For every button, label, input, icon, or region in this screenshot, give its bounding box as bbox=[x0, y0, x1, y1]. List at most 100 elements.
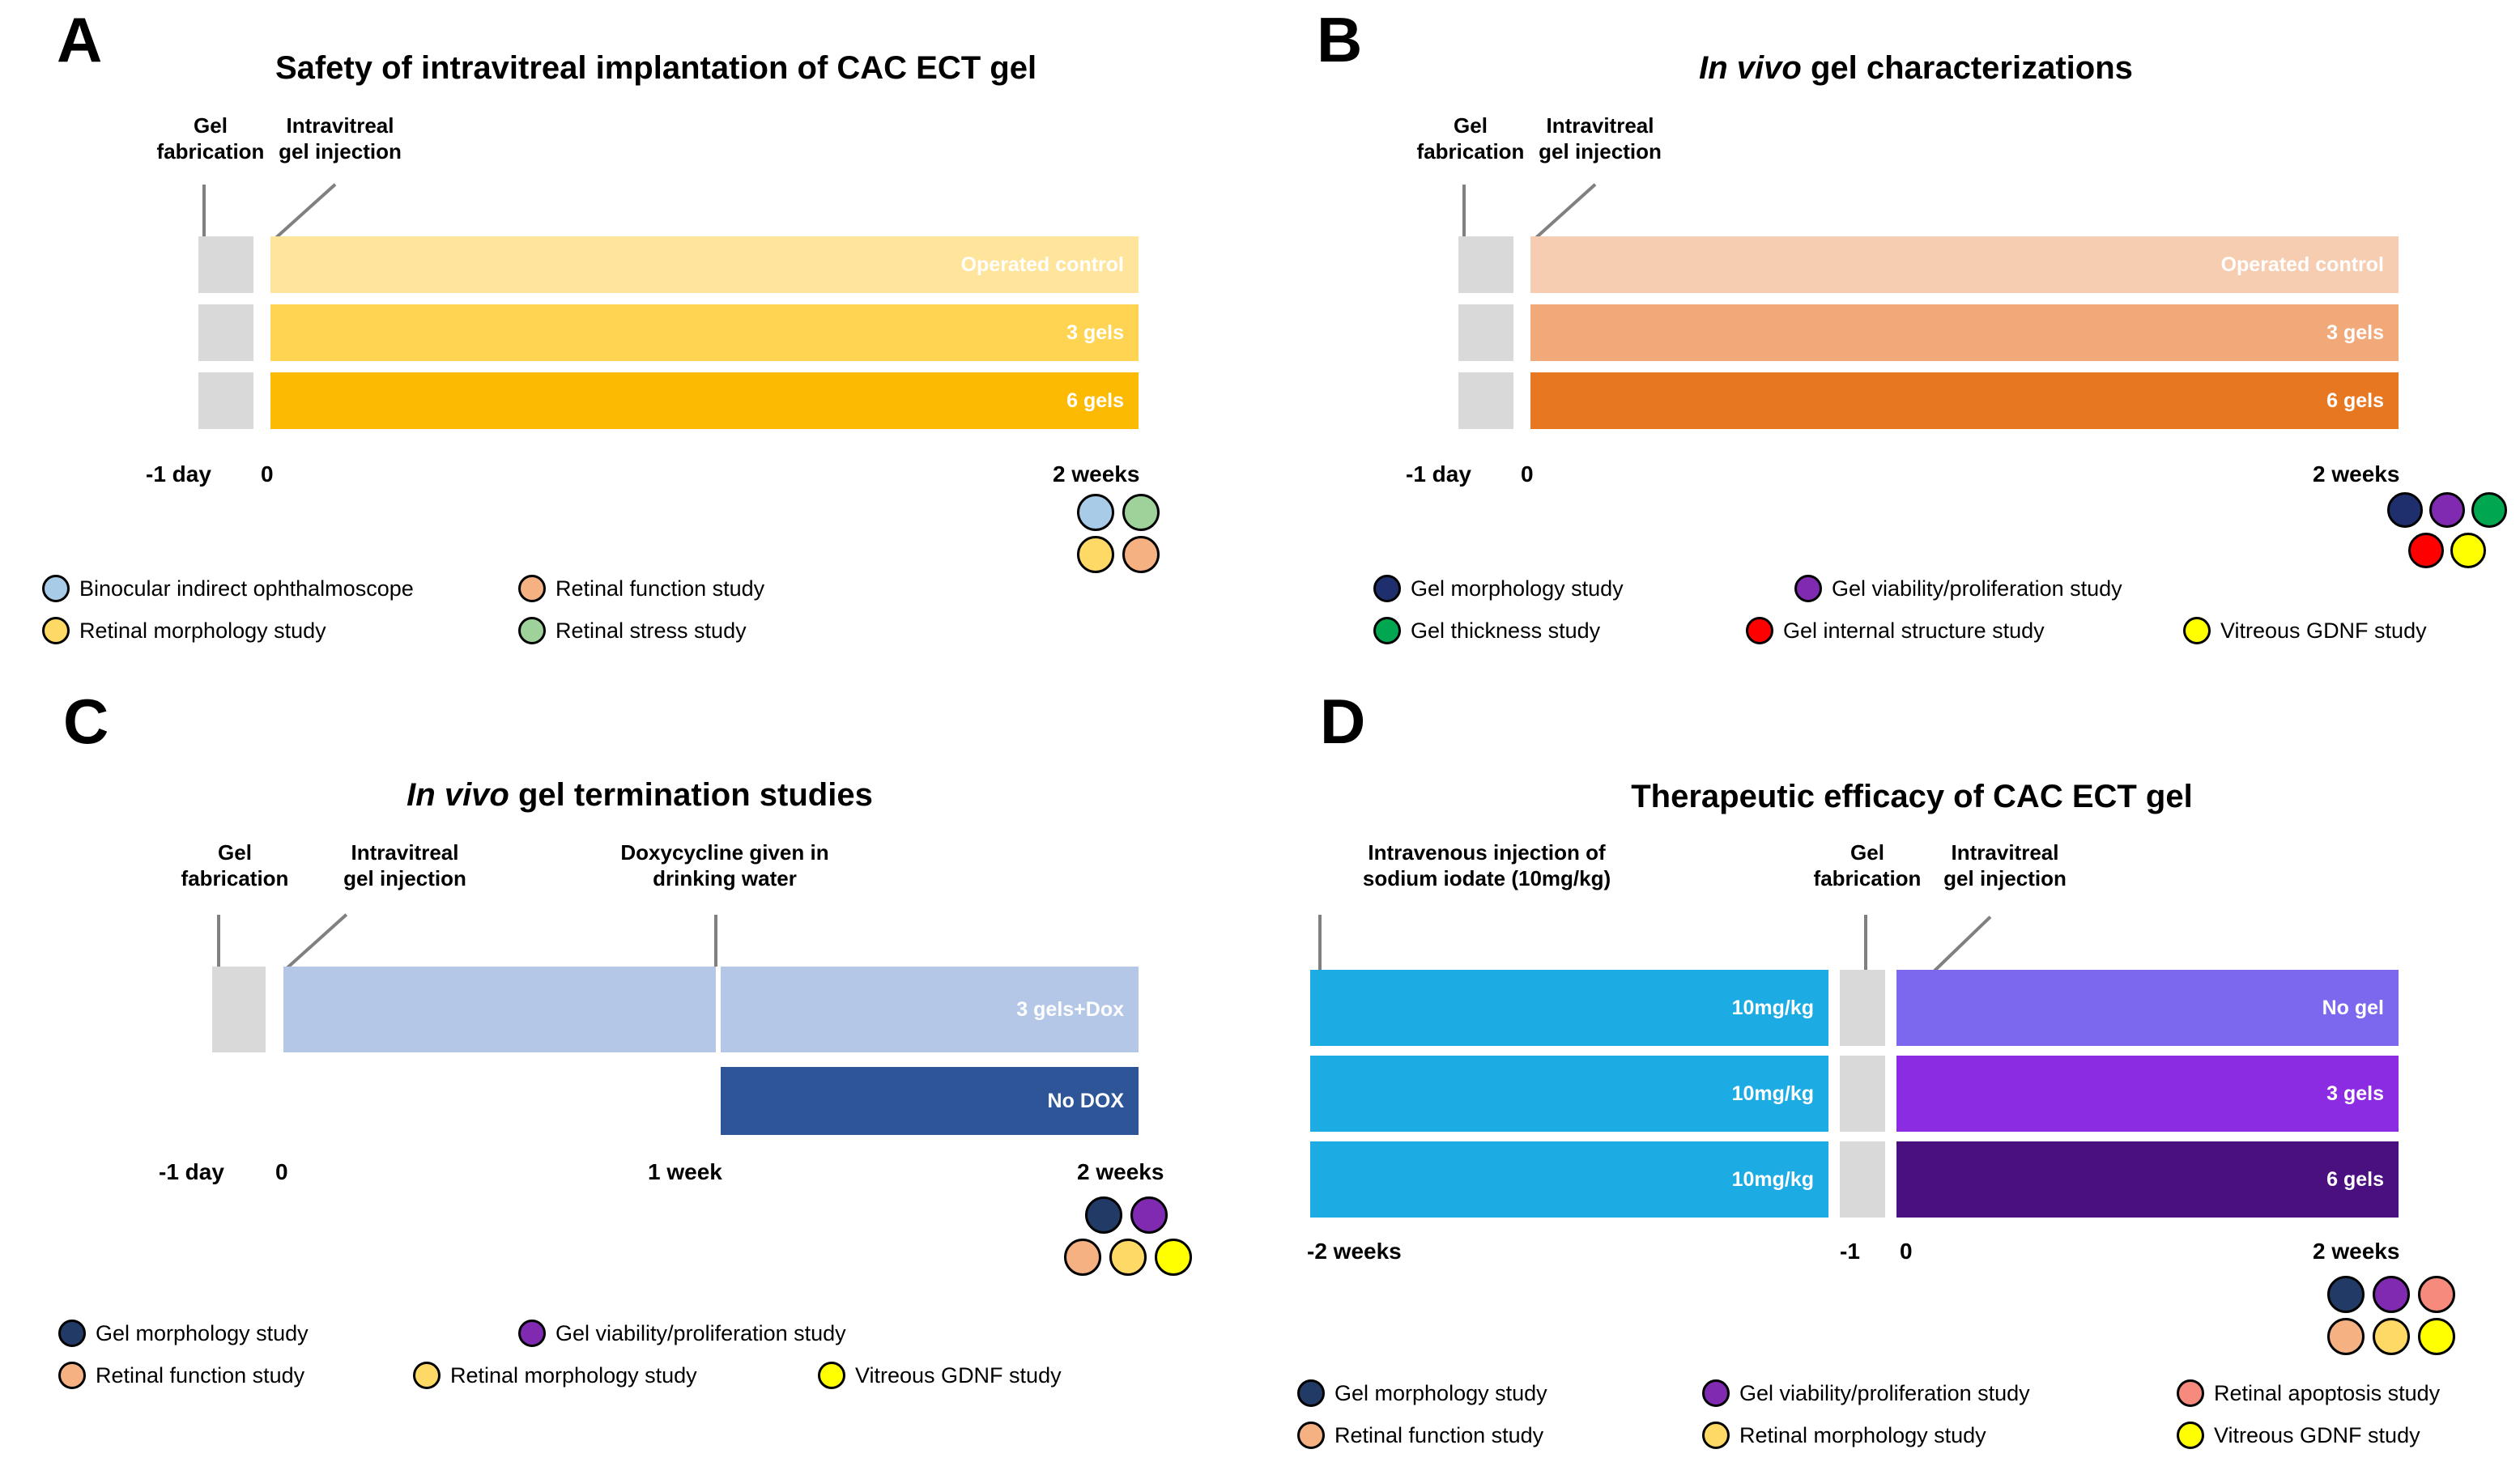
panel-b-tick-gel-injection bbox=[1530, 183, 1597, 243]
legend-swatch-binocular-icon bbox=[42, 575, 70, 602]
event-label-line2: gel injection bbox=[343, 865, 466, 890]
event-label-line2: fabrication bbox=[1416, 138, 1525, 164]
panel-c-endpoint-dot-gel-morphology bbox=[1085, 1196, 1122, 1234]
legend-label: Retinal function study bbox=[96, 1362, 305, 1388]
panel-c-legend-item-retinal-function: Retinal function study bbox=[58, 1362, 304, 1389]
panel-b-endpoint-dot-gel-viability bbox=[2429, 492, 2465, 528]
panel-d-gelblock-3 bbox=[1840, 1141, 1885, 1218]
panel-a-event-gel-fabrication: Gel fabrication bbox=[138, 113, 283, 164]
legend-label: Gel morphology study bbox=[96, 1320, 309, 1345]
panel-a-letter: A bbox=[57, 4, 102, 75]
panel-c-endpoint-dot-gel-viability bbox=[1130, 1196, 1168, 1234]
event-label-line1: Intravitreal bbox=[351, 840, 459, 865]
panel-d-endpoint-dot-retinal-function bbox=[2327, 1318, 2365, 1355]
panel-b-axis-minus1day: -1 day bbox=[1406, 461, 1471, 487]
panel-c-axis-2weeks: 2 weeks bbox=[1077, 1159, 1164, 1184]
legend-label: Gel viability/proliferation study bbox=[1832, 576, 2122, 601]
panel-d-endpoint-dot-retinal-morphology bbox=[2373, 1318, 2410, 1355]
panel-d-legend-item-retinal-morphology: Retinal morphology study bbox=[1702, 1422, 1986, 1449]
panel-a-legend-item-retinal-stress: Retinal stress study bbox=[518, 617, 747, 644]
legend-label: Gel morphology study bbox=[1411, 576, 1624, 601]
panel-c-legend-item-gel-viability: Gel viability/proliferation study bbox=[518, 1320, 846, 1347]
panel-c-title: In vivo gel termination studies bbox=[219, 777, 1061, 814]
legend-label: Vitreous GDNF study bbox=[2220, 618, 2427, 643]
panel-c-letter: C bbox=[63, 686, 109, 757]
bar-label: 3 gels+Dox bbox=[1016, 997, 1124, 1021]
panel-d-endpoint-dot-gel-viability bbox=[2373, 1276, 2410, 1313]
panel-c-event-gel-injection: Intravitreal gel injection bbox=[324, 840, 486, 891]
bar-label: 10mg/kg bbox=[1731, 1167, 1814, 1191]
event-label-line2: drinking water bbox=[653, 865, 797, 890]
panel-c-axis-minus1day: -1 day bbox=[159, 1159, 224, 1184]
panel-b-tick-gel-fabrication bbox=[1462, 185, 1466, 241]
bar-label: 10mg/kg bbox=[1731, 1082, 1814, 1105]
event-label-line2: sodium iodate (10mg/kg) bbox=[1362, 865, 1611, 890]
legend-swatch-gel-morphology-icon bbox=[1373, 575, 1401, 602]
legend-swatch-gel-morphology-icon bbox=[1297, 1379, 1325, 1407]
panel-d-legend-item-retinal-function: Retinal function study bbox=[1297, 1422, 1543, 1449]
event-label-line1: Gel bbox=[1850, 840, 1884, 865]
legend-swatch-vitreous-gdnf-icon bbox=[2177, 1422, 2204, 1449]
panel-d-endpoint-dot-gel-morphology bbox=[2327, 1276, 2365, 1313]
panel-d-bar-iodate-3: 10mg/kg bbox=[1310, 1141, 1828, 1218]
panel-c-legend-item-vitreous-gdnf: Vitreous GDNF study bbox=[818, 1362, 1062, 1389]
panel-a-axis-2weeks: 2 weeks bbox=[1053, 461, 1140, 487]
bar-label: 3 gels bbox=[2326, 321, 2384, 344]
panel-a-tick-gel-fabrication bbox=[202, 185, 206, 241]
panel-d-legend-item-retinal-apoptosis: Retinal apoptosis study bbox=[2177, 1379, 2440, 1407]
panel-b-endpoint-dot-gel-internal-structure bbox=[2408, 533, 2444, 568]
legend-label: Gel internal structure study bbox=[1783, 618, 2045, 643]
panel-c-gelblock-1 bbox=[212, 967, 266, 1052]
panel-b-endpoint-dot-gel-morphology bbox=[2387, 492, 2423, 528]
panel-b-gelblock-1 bbox=[1458, 236, 1513, 293]
panel-d-letter: D bbox=[1320, 686, 1365, 757]
panel-d-tick-sodium-iodate bbox=[1318, 915, 1322, 973]
panel-b-event-gel-fabrication: Gel fabrication bbox=[1398, 113, 1543, 164]
panel-d-axis-zero: 0 bbox=[1900, 1239, 1913, 1264]
panel-b-title: In vivo gel characterizations bbox=[1503, 50, 2329, 87]
legend-swatch-gel-internal-structure-icon bbox=[1746, 617, 1773, 644]
event-label-line2: fabrication bbox=[156, 138, 265, 164]
panel-d-bar-no-gel: No gel bbox=[1896, 970, 2399, 1046]
legend-label: Gel viability/proliferation study bbox=[556, 1320, 846, 1345]
bar-label: No gel bbox=[2322, 996, 2384, 1019]
legend-swatch-retinal-stress-icon bbox=[518, 617, 546, 644]
panel-c-axis-1week: 1 week bbox=[648, 1159, 722, 1184]
panel-b-gelblock-3 bbox=[1458, 372, 1513, 429]
panel-d-gelblock-2 bbox=[1840, 1056, 1885, 1132]
panel-d-axis-2weeks: 2 weeks bbox=[2313, 1239, 2400, 1264]
legend-label: Vitreous GDNF study bbox=[855, 1362, 1062, 1388]
legend-swatch-retinal-function-icon bbox=[1297, 1422, 1325, 1449]
panel-a-axis-minus1day: -1 day bbox=[146, 461, 211, 487]
panel-a-bar-operated-control: Operated control bbox=[270, 236, 1139, 293]
panel-b-gelblock-2 bbox=[1458, 304, 1513, 361]
event-label-line1: Doxycycline given in bbox=[620, 840, 829, 865]
event-label-line1: Intravenous injection of bbox=[1368, 840, 1606, 865]
panel-b-legend-item-gel-viability: Gel viability/proliferation study bbox=[1794, 575, 2122, 602]
event-label-line1: Gel bbox=[1454, 113, 1488, 138]
event-label-line2: gel injection bbox=[1943, 865, 2067, 890]
panel-c-title-italic: In vivo bbox=[407, 777, 509, 813]
legend-swatch-gel-viability-icon bbox=[1794, 575, 1822, 602]
bar-label: Operated control bbox=[2220, 253, 2384, 276]
panel-a-endpoint-dot-retinal-morphology bbox=[1077, 536, 1114, 573]
legend-label: Retinal function study bbox=[1334, 1422, 1544, 1447]
bar-label: 10mg/kg bbox=[1731, 996, 1814, 1019]
legend-label: Gel viability/proliferation study bbox=[1739, 1380, 2030, 1405]
panel-c-endpoint-dot-retinal-function bbox=[1064, 1239, 1101, 1276]
panel-b-title-italic: In vivo bbox=[1699, 50, 1802, 86]
panel-b-endpoint-dot-gel-thickness bbox=[2471, 492, 2507, 528]
panel-d-event-gel-injection: Intravitreal gel injection bbox=[1924, 840, 2086, 891]
panel-a-tick-gel-injection bbox=[270, 183, 337, 243]
legend-swatch-gel-morphology-icon bbox=[58, 1320, 86, 1347]
bar-label: Operated control bbox=[960, 253, 1124, 276]
panel-d-title: Therapeutic efficacy of CAC ECT gel bbox=[1631, 779, 2193, 814]
panel-a-gelblock-3 bbox=[198, 372, 253, 429]
panel-c-endpoint-dot-vitreous-gdnf bbox=[1155, 1239, 1192, 1276]
panel-a-endpoint-dot-retinal-stress bbox=[1122, 494, 1160, 531]
legend-swatch-retinal-morphology-icon bbox=[1702, 1422, 1730, 1449]
legend-label: Gel morphology study bbox=[1334, 1380, 1547, 1405]
bar-label: No DOX bbox=[1047, 1089, 1124, 1112]
panel-a: A Safety of intravitreal implantation of… bbox=[0, 0, 1260, 648]
panel-b-letter: B bbox=[1317, 4, 1362, 75]
